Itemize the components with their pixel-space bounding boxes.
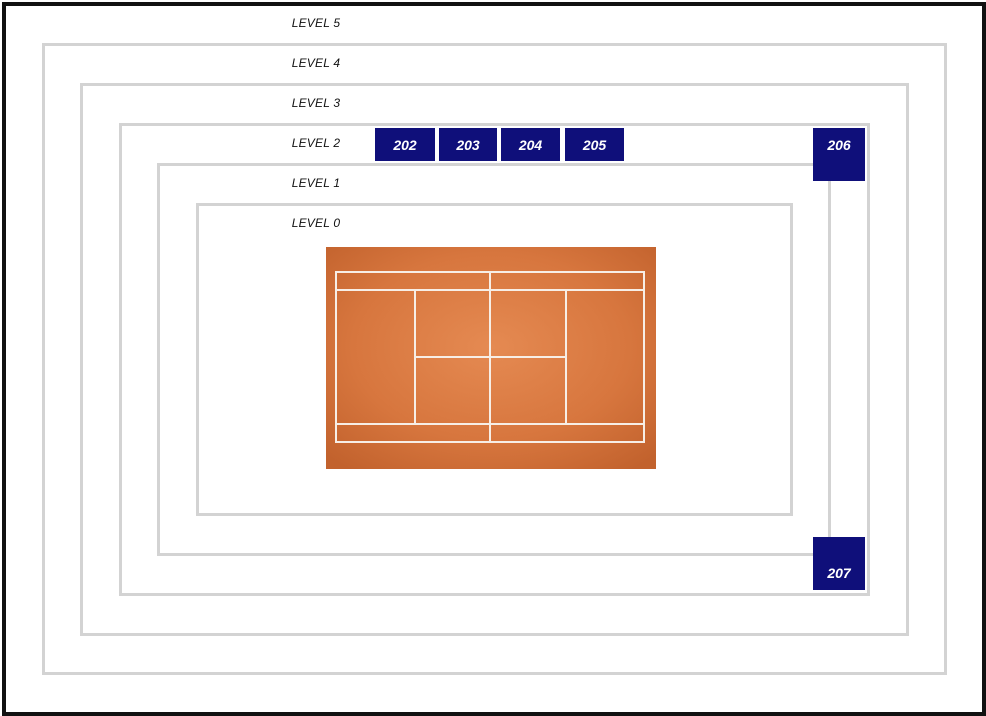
section-203-label: 203	[456, 137, 479, 153]
section-203-box[interactable]: 203	[439, 128, 497, 161]
section-202-label: 202	[393, 137, 416, 153]
section-205-label: 205	[583, 137, 606, 153]
tennis-court-graphic	[326, 247, 656, 469]
level-3-label: LEVEL 3	[281, 96, 351, 110]
section-207-box[interactable]: 207	[813, 537, 865, 590]
section-207-label: 207	[827, 565, 850, 581]
tennis-court	[326, 247, 656, 469]
level-5-label: LEVEL 5	[281, 16, 351, 30]
level-1-label: LEVEL 1	[281, 176, 351, 190]
level-0-label: LEVEL 0	[281, 216, 351, 230]
level-4-label: LEVEL 4	[281, 56, 351, 70]
section-204-label: 204	[519, 137, 542, 153]
level-2-label: LEVEL 2	[281, 136, 351, 150]
section-202-box[interactable]: 202	[375, 128, 435, 161]
section-206-box[interactable]: 206	[813, 128, 865, 181]
section-204-box[interactable]: 204	[501, 128, 560, 161]
section-205-box[interactable]: 205	[565, 128, 624, 161]
section-206-label: 206	[827, 137, 850, 153]
